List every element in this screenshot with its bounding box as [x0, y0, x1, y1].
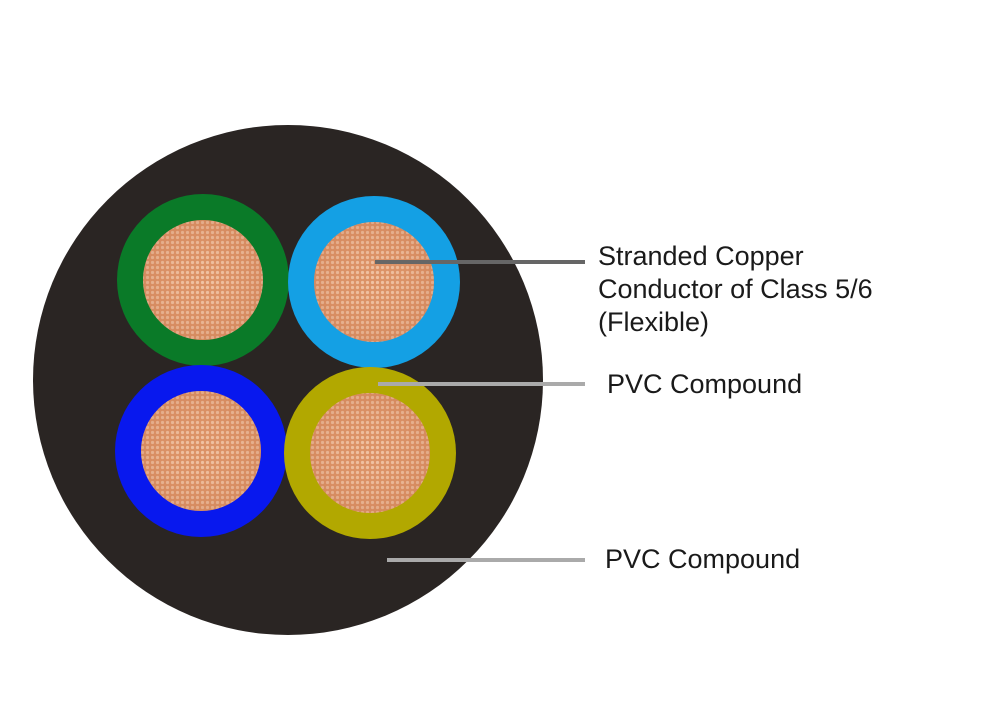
- conductor-shade: [310, 393, 430, 513]
- core-green: [117, 194, 289, 366]
- core-yellow: [284, 367, 456, 539]
- insulation-label: PVC Compound: [607, 369, 802, 399]
- conductor-label-line1: Stranded Copper: [598, 241, 804, 271]
- conductor-label-line2: Conductor of Class 5/6: [598, 274, 873, 304]
- conductor-shade: [141, 391, 261, 511]
- core-light-blue: [288, 196, 460, 368]
- core-blue: [115, 365, 287, 537]
- conductor-label-line3: (Flexible): [598, 307, 709, 337]
- conductor-shade: [143, 220, 263, 340]
- conductor-label: Stranded Copper Conductor of Class 5/6 (…: [598, 241, 880, 337]
- sheath-label: PVC Compound: [605, 544, 800, 574]
- conductor-shade: [314, 222, 434, 342]
